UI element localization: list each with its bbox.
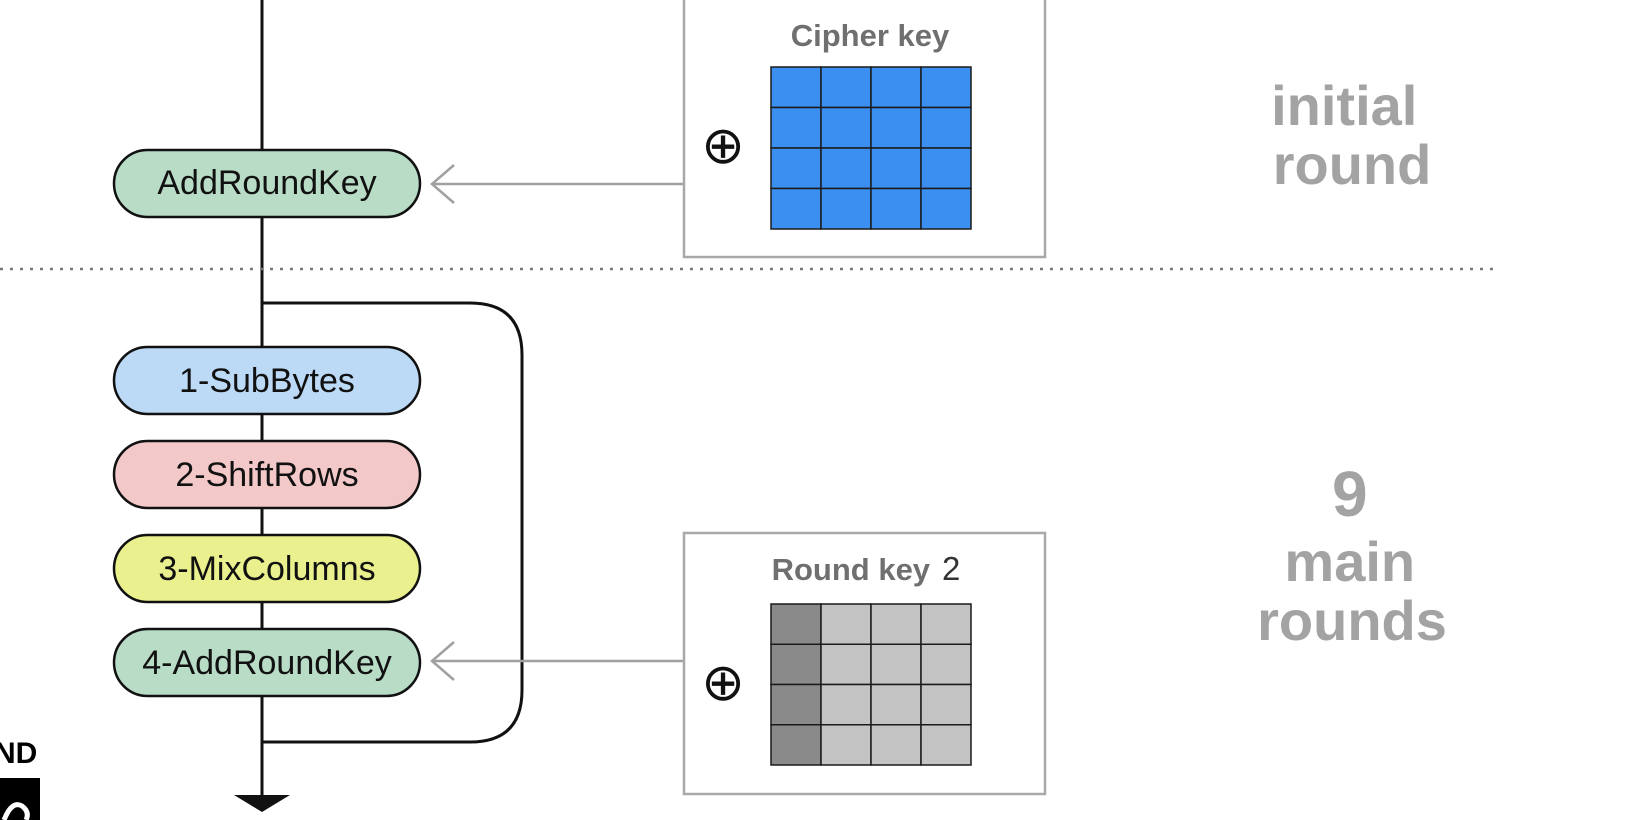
key-grid-cell [870,724,922,766]
key-grid-cell [870,66,922,109]
round-key-xor-icon: ⊕ [701,653,745,713]
key-grid-cell [770,603,822,645]
shiftrows-label: 2-ShiftRows [175,456,358,494]
addroundkey-label: 4-AddRoundKey [142,644,392,682]
cipher-key-grid [770,66,972,230]
key-grid-cell [770,187,822,230]
key-grid-cell [870,106,922,149]
cipher-key-title: Cipher key [791,18,950,53]
key-grid-cell [870,683,922,726]
key-grid-cell [820,724,872,766]
initial-addroundkey-pill [112,148,422,219]
key-grid-cell [820,643,872,686]
subbytes-pill [112,345,422,416]
round-key-number: 2 [942,550,960,587]
initial-addroundkey-step: AddRoundKey [112,148,422,219]
initial-addroundkey-label: AddRoundKey [157,164,376,202]
cipher-key-xor-icon: ⊕ [701,116,745,176]
main-rounds-label: 9 main rounds [1257,458,1447,652]
main-rounds-line-1: main [1284,530,1415,593]
key-grid-cell [820,603,872,645]
key-grid-cell [920,106,972,149]
step-shiftrows: 2-ShiftRows [112,439,422,510]
initial-round-line-1: initial [1271,74,1417,137]
step-addroundkey: 4-AddRoundKey [112,627,422,698]
key-grid-cell [870,603,922,645]
subbytes-label: 1-SubBytes [179,362,355,400]
key-grid-cell [820,66,872,109]
key-grid-cell [920,66,972,109]
key-grid-cell [870,187,922,230]
key-grid-cell [820,106,872,149]
key-grid-cell [920,603,972,645]
initial-round-label: initial round [1271,74,1433,196]
round-key-title: Round key [772,552,931,587]
key-grid-cell [820,147,872,190]
cut-off-badge-glyph [1,802,30,820]
round-key-arrow-head [430,641,455,681]
shiftrows-pill [112,439,422,510]
cut-off-text: ND [0,737,37,770]
key-grid-cell [920,683,972,726]
key-grid-cell [820,683,872,726]
down-arrow-head [234,795,290,812]
key-grid-cell [770,683,822,726]
mixcolumns-label: 3-MixColumns [158,550,375,588]
round-key-box: Round key 2 ⊕ [682,531,1047,796]
key-grid-cell [770,66,822,109]
round-key-title-group: Round key 2 [772,550,961,587]
key-grid-cell [770,106,822,149]
key-grid-cell [770,724,822,766]
main-rounds-count: 9 [1332,458,1368,530]
key-grid-cell [870,147,922,190]
step-mixcolumns: 3-MixColumns [112,533,422,604]
key-grid-cell [920,187,972,230]
key-grid-cell [770,147,822,190]
round-key-grid [770,603,972,766]
key-grid-cell [920,643,972,686]
mixcolumns-pill [112,533,422,604]
key-grid-cell [920,147,972,190]
cipher-key-box: Cipher key ⊕ [682,0,1047,259]
key-grid-cell [820,187,872,230]
key-grid-cell [870,643,922,686]
round-loop-bracket [262,301,524,744]
initial-round-line-2: round [1273,133,1432,196]
step-subbytes: 1-SubBytes [112,345,422,416]
main-rounds-line-2: rounds [1257,589,1447,652]
cipher-key-arrow [430,164,684,204]
key-grid-cell [770,643,822,686]
addroundkey-pill [112,627,422,698]
cipher-key-arrow-head [430,164,455,204]
key-grid-cell [920,724,972,766]
round-key-arrow [430,641,684,681]
